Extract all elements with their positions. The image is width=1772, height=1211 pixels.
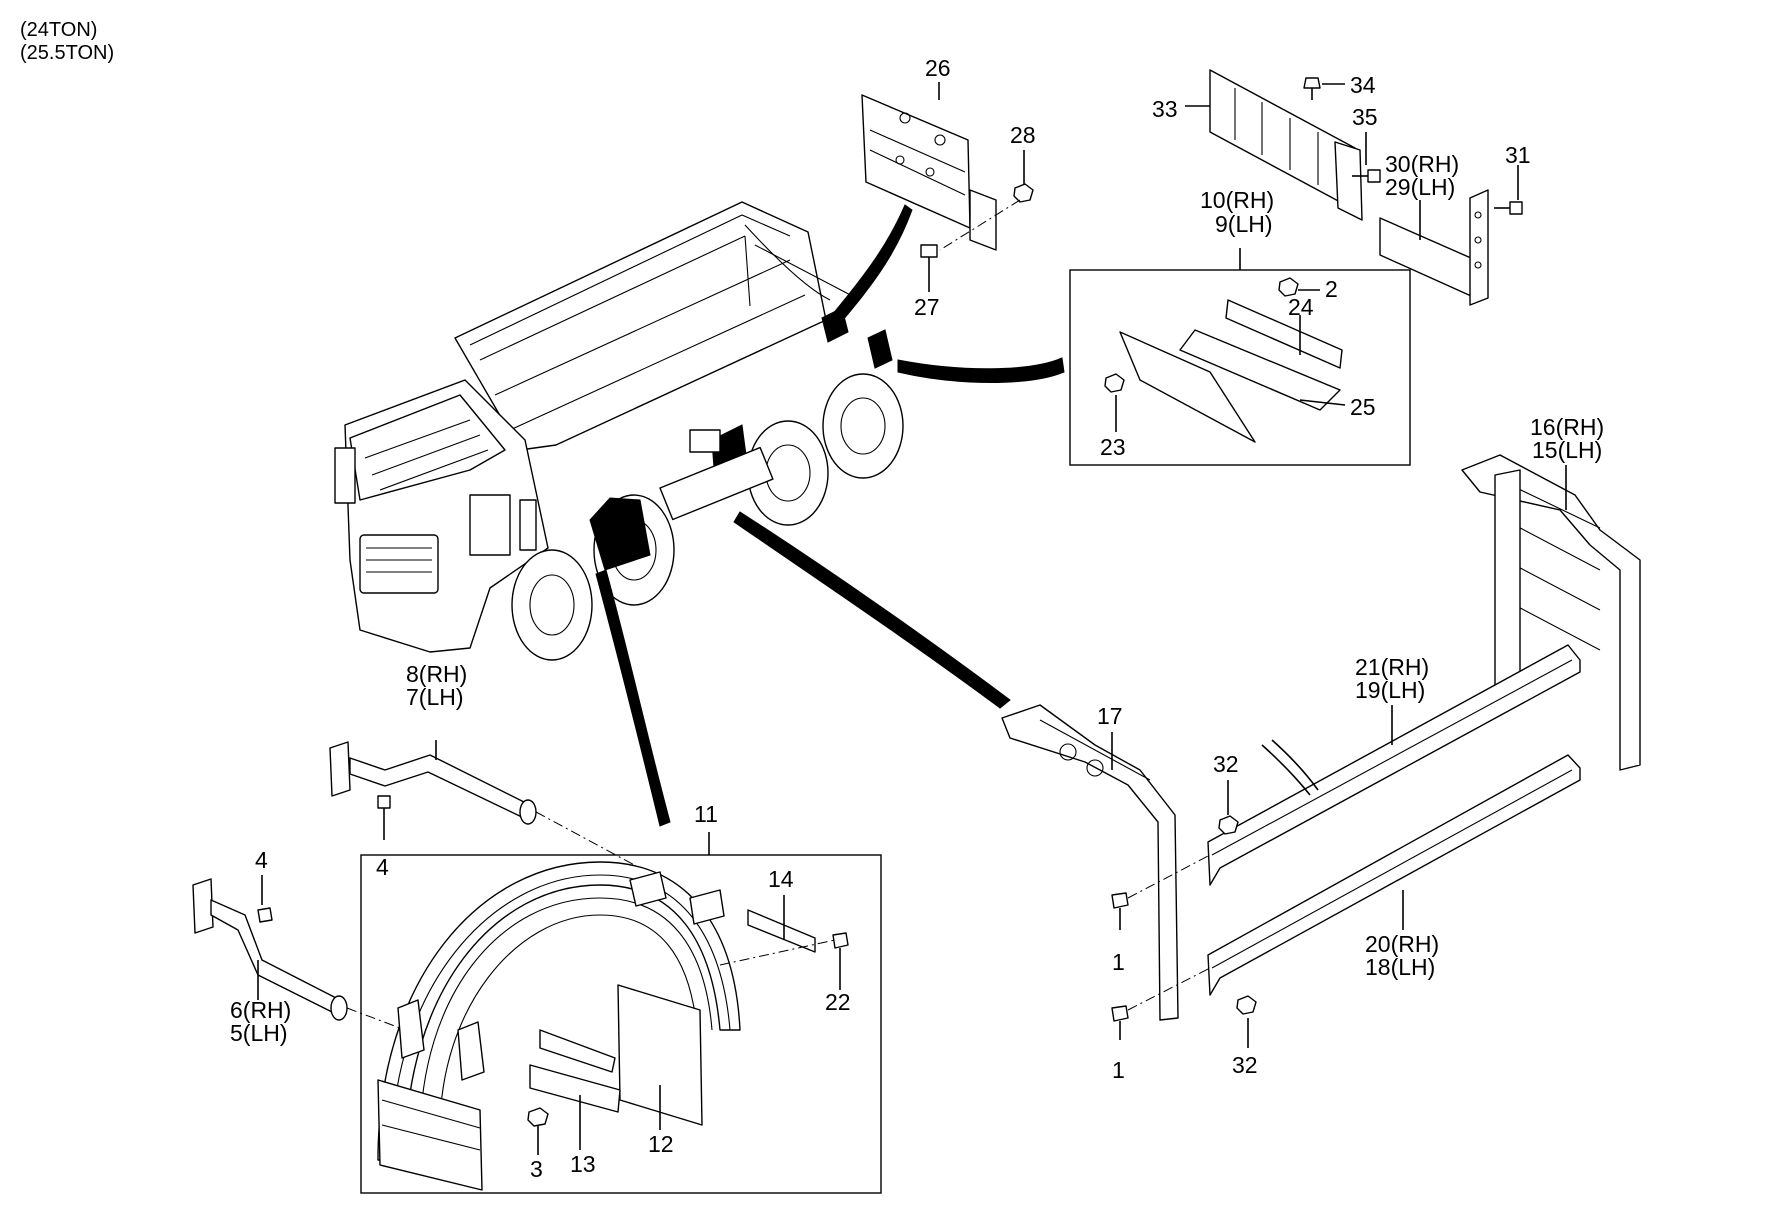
callout-21: 21(RH) (1355, 654, 1429, 680)
callout-3: 3 (530, 1156, 543, 1182)
callout-34: 34 (1350, 72, 1376, 98)
callout-9: 9(LH) (1215, 211, 1273, 237)
stay-5-6 (192, 878, 401, 1029)
nut-28 (939, 183, 1034, 251)
callout-26: 26 (925, 55, 951, 81)
callout-32-bottom: 32 (1232, 1052, 1258, 1078)
callout-12: 12 (648, 1131, 674, 1157)
callout-28: 28 (1010, 122, 1036, 148)
callout-19: 19(LH) (1355, 677, 1425, 703)
callout-14: 14 (768, 866, 794, 892)
bolt-35 (1352, 169, 1381, 183)
callout-13: 13 (570, 1151, 596, 1177)
callout-7: 7(LH) (406, 684, 464, 710)
callout-8: 8(RH) (406, 661, 467, 687)
bolt-34 (1303, 77, 1321, 100)
callout-16: 16(RH) (1530, 414, 1604, 440)
bracket-29-30 (1379, 189, 1489, 306)
callout-24: 24 (1288, 294, 1314, 320)
dump-truck-illustration (334, 201, 904, 661)
callout-29: 29(LH) (1385, 174, 1455, 200)
callout-4-stay5: 4 (255, 847, 268, 873)
callout-1-bottom: 1 (1112, 1057, 1125, 1083)
callout-15: 15(LH) (1532, 437, 1602, 463)
callout-1-top: 1 (1112, 949, 1125, 975)
detail-box-9-10 (1069, 248, 1411, 466)
detail-leader-arrows (595, 204, 1065, 827)
curved-link (1261, 739, 1319, 796)
callout-6: 6(RH) (230, 997, 291, 1023)
bracket-part-26 (861, 94, 997, 251)
callout-18: 18(LH) (1365, 954, 1435, 980)
rail-19-21 (1207, 644, 1581, 886)
model-tonnage-25-5: (25.5TON) (20, 42, 115, 64)
callout-10: 10(RH) (1200, 187, 1274, 213)
callout-22: 22 (825, 989, 851, 1015)
callout-27: 27 (914, 294, 940, 320)
detail-box-11 (360, 832, 882, 1194)
callout-17: 17 (1097, 703, 1123, 729)
side-guard-15-16 (1461, 454, 1641, 771)
callout-4-stay7: 4 (376, 854, 389, 880)
bolt-27 (920, 244, 938, 278)
guard-frame-33 (1209, 69, 1363, 221)
nuts-32 (1218, 815, 1257, 1015)
callout-35: 35 (1352, 104, 1378, 130)
stay-7-8 (329, 741, 641, 869)
bracket-17 (1001, 704, 1179, 1021)
rail-18-20 (1207, 754, 1581, 996)
bolt-31 (1494, 201, 1523, 215)
callout-33: 33 (1152, 96, 1178, 122)
callout-2: 2 (1325, 276, 1338, 302)
bolts-1 (1111, 854, 1211, 1040)
callout-30: 30(RH) (1385, 151, 1459, 177)
callout-11: 11 (694, 801, 718, 827)
callout-leaders (257, 82, 1567, 1155)
callout-32-top: 32 (1213, 751, 1239, 777)
callout-31: 31 (1505, 142, 1531, 168)
callout-25: 25 (1350, 394, 1376, 420)
callout-23: 23 (1100, 434, 1126, 460)
model-tonnage-24: (24TON) (20, 19, 98, 41)
callout-5: 5(LH) (230, 1020, 288, 1046)
callout-20: 20(RH) (1365, 931, 1439, 957)
